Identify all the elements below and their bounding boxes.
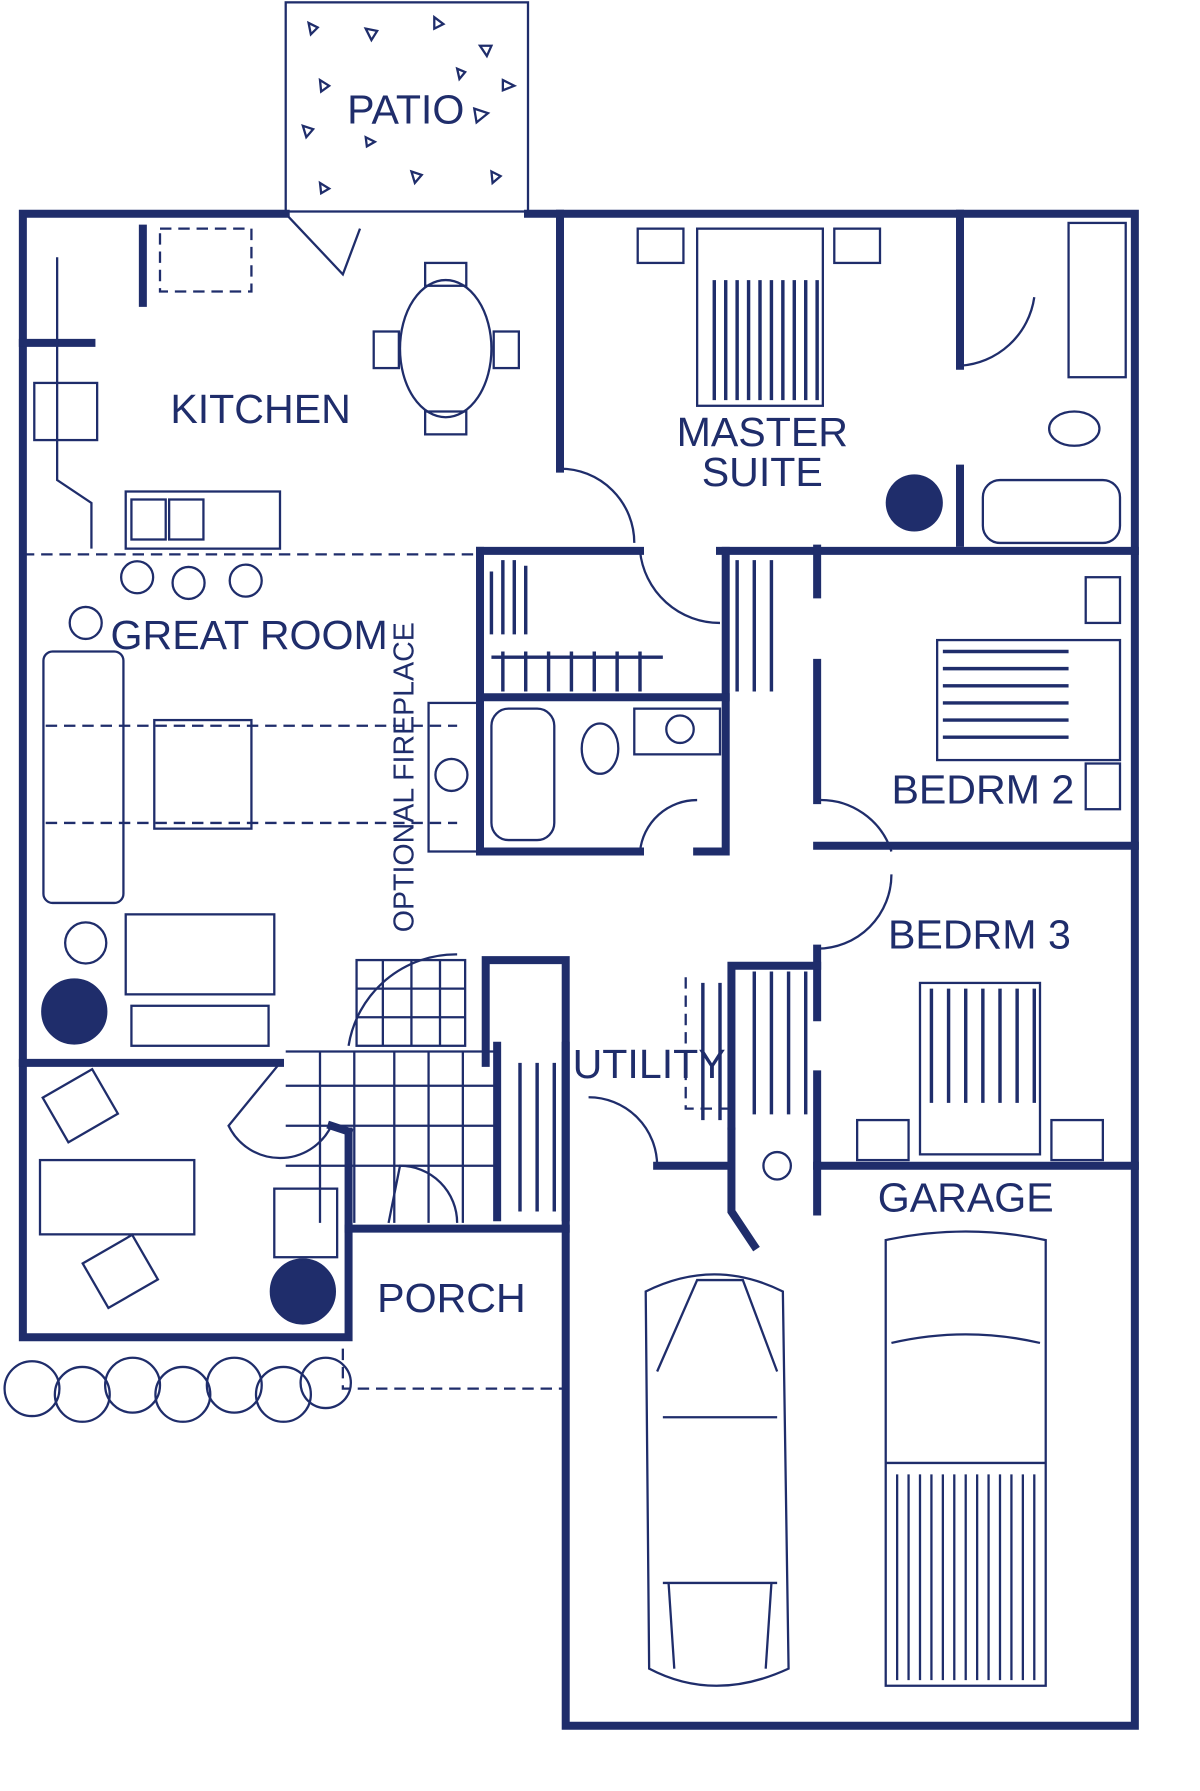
great-room-furniture [42, 605, 498, 1223]
label-bedroom3: BEDRM 3 [888, 912, 1071, 958]
shrubs [3, 978, 352, 1423]
bedroom-furniture [762, 576, 1122, 1181]
patio [284, 1, 530, 213]
label-master-line1: MASTER [677, 409, 848, 455]
hall-bath [427, 701, 722, 853]
label-great-room: GREAT ROOM [111, 612, 388, 658]
label-garage: GARAGE [878, 1175, 1054, 1221]
car-icon [644, 1273, 790, 1687]
truck-icon [884, 1230, 1047, 1687]
label-patio: PATIO [347, 87, 464, 133]
room-labels: PATIO KITCHEN MASTER SUITE GREAT ROOM OP… [111, 87, 1075, 1322]
label-kitchen: KITCHEN [170, 386, 351, 432]
exterior-walls [18, 209, 1139, 1730]
master-furniture [636, 221, 1127, 545]
label-utility: UTILITY [573, 1041, 726, 1087]
label-bedroom2: BEDRM 2 [891, 767, 1074, 813]
dashed-lines [22, 227, 732, 1390]
label-porch: PORCH [377, 1275, 526, 1321]
kitchen-fixtures [33, 257, 520, 601]
closets [489, 560, 808, 1212]
label-master-line2: SUITE [702, 449, 823, 495]
garage-cars [644, 1230, 1047, 1687]
label-fireplace: OPTIONAL FIREPLACE [389, 622, 421, 932]
office-furniture [38, 1067, 339, 1310]
interior-walls [18, 209, 1139, 1252]
